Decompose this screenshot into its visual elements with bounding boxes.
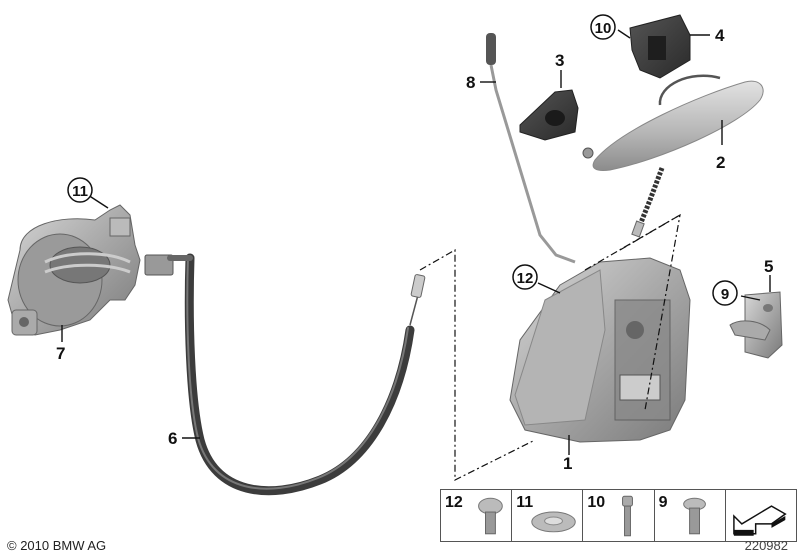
part-7-inner-mechanism[interactable]: [7, 204, 174, 336]
label-5: 5: [764, 257, 773, 276]
label-3: 3: [555, 51, 564, 70]
label-1: 1: [563, 454, 572, 473]
hardware-label: 11: [516, 494, 534, 511]
hardware-label: 10: [587, 494, 606, 511]
hardware-cell-9[interactable]: 9: [655, 490, 726, 541]
label-6: 6: [168, 429, 177, 448]
leader-lines: [61, 29, 771, 455]
part-5-striker-plate[interactable]: [729, 291, 783, 359]
part-8-locking-rod[interactable]: [486, 33, 576, 264]
hardware-label: 12: [445, 494, 463, 511]
part-6-bowden-cable[interactable]: [167, 253, 426, 496]
hardware-label: 9: [658, 494, 668, 511]
label-2: 2: [716, 153, 725, 172]
circled-label-10: 10: [590, 14, 616, 40]
part-3-handle-cap[interactable]: [519, 89, 579, 141]
countersunk-screw-icon: [682, 497, 706, 535]
circled-label-12: 12: [512, 264, 538, 290]
part-labels: 1 2 3 4 5 6 7 8: [56, 26, 773, 473]
svg-text:12: 12: [517, 270, 534, 287]
svg-text:11: 11: [72, 183, 88, 200]
svg-text:10: 10: [595, 20, 612, 37]
hardware-cell-10[interactable]: 10: [583, 490, 655, 541]
copyright-text: © 2010 BMW AG: [7, 538, 107, 553]
hardware-strip: 12 11 10 9: [440, 489, 797, 542]
part-1-door-lock[interactable]: [509, 257, 691, 443]
part-2-outer-handle[interactable]: [582, 74, 764, 238]
circled-labels: 9 10 11 12: [67, 14, 738, 306]
circled-label-9: 9: [712, 280, 738, 306]
hardware-cell-arrow: [726, 490, 796, 541]
label-7: 7: [56, 344, 65, 363]
image-number: 220982: [744, 538, 788, 553]
svg-text:9: 9: [721, 286, 729, 303]
circled-label-11: 11: [67, 177, 93, 203]
socket-head-bolt-icon: [622, 495, 634, 537]
assembly-lines: [419, 213, 681, 481]
part-4-handle-carrier[interactable]: [629, 14, 691, 79]
hardware-cell-11[interactable]: 11: [512, 490, 584, 541]
pan-head-screw-icon: [478, 497, 503, 535]
lock-washer-icon: [531, 511, 576, 533]
label-8: 8: [466, 73, 475, 92]
direction-arrow-icon: [732, 505, 787, 536]
label-4: 4: [715, 26, 725, 45]
hardware-cell-12[interactable]: 12: [441, 490, 513, 541]
